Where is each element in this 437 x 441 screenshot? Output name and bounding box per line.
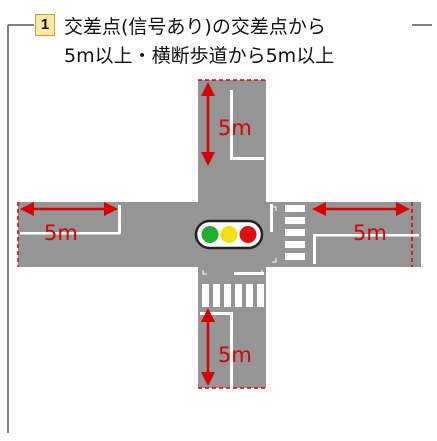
traffic-signal-icon xyxy=(194,219,264,250)
top-distance-arrow xyxy=(201,82,215,166)
road-markings xyxy=(20,90,419,388)
heading-line-2: 5m以上・横断歩道から5m以上 xyxy=(64,45,335,67)
callout-bracket xyxy=(7,24,432,433)
crosswalk-corner-marks xyxy=(202,206,277,275)
item-number-badge: 1 xyxy=(35,14,55,36)
right-distance-label: 5m xyxy=(353,221,387,245)
right-distance-arrow xyxy=(312,202,410,216)
bottom-distance-label: 5m xyxy=(218,343,252,367)
heading-line-1: 交差点(信号あり)の交差点から xyxy=(64,16,326,38)
left-distance-label: 5m xyxy=(44,221,78,245)
bottom-distance-arrow xyxy=(201,308,215,386)
left-distance-arrow xyxy=(20,202,118,216)
diagram-heading: 1 交差点(信号あり)の交差点から 5m以上・横断歩道から5m以上 xyxy=(0,0,437,100)
distance-arrows xyxy=(20,82,410,386)
distance-limit-lines xyxy=(17,79,413,389)
top-distance-label: 5m xyxy=(218,116,252,140)
